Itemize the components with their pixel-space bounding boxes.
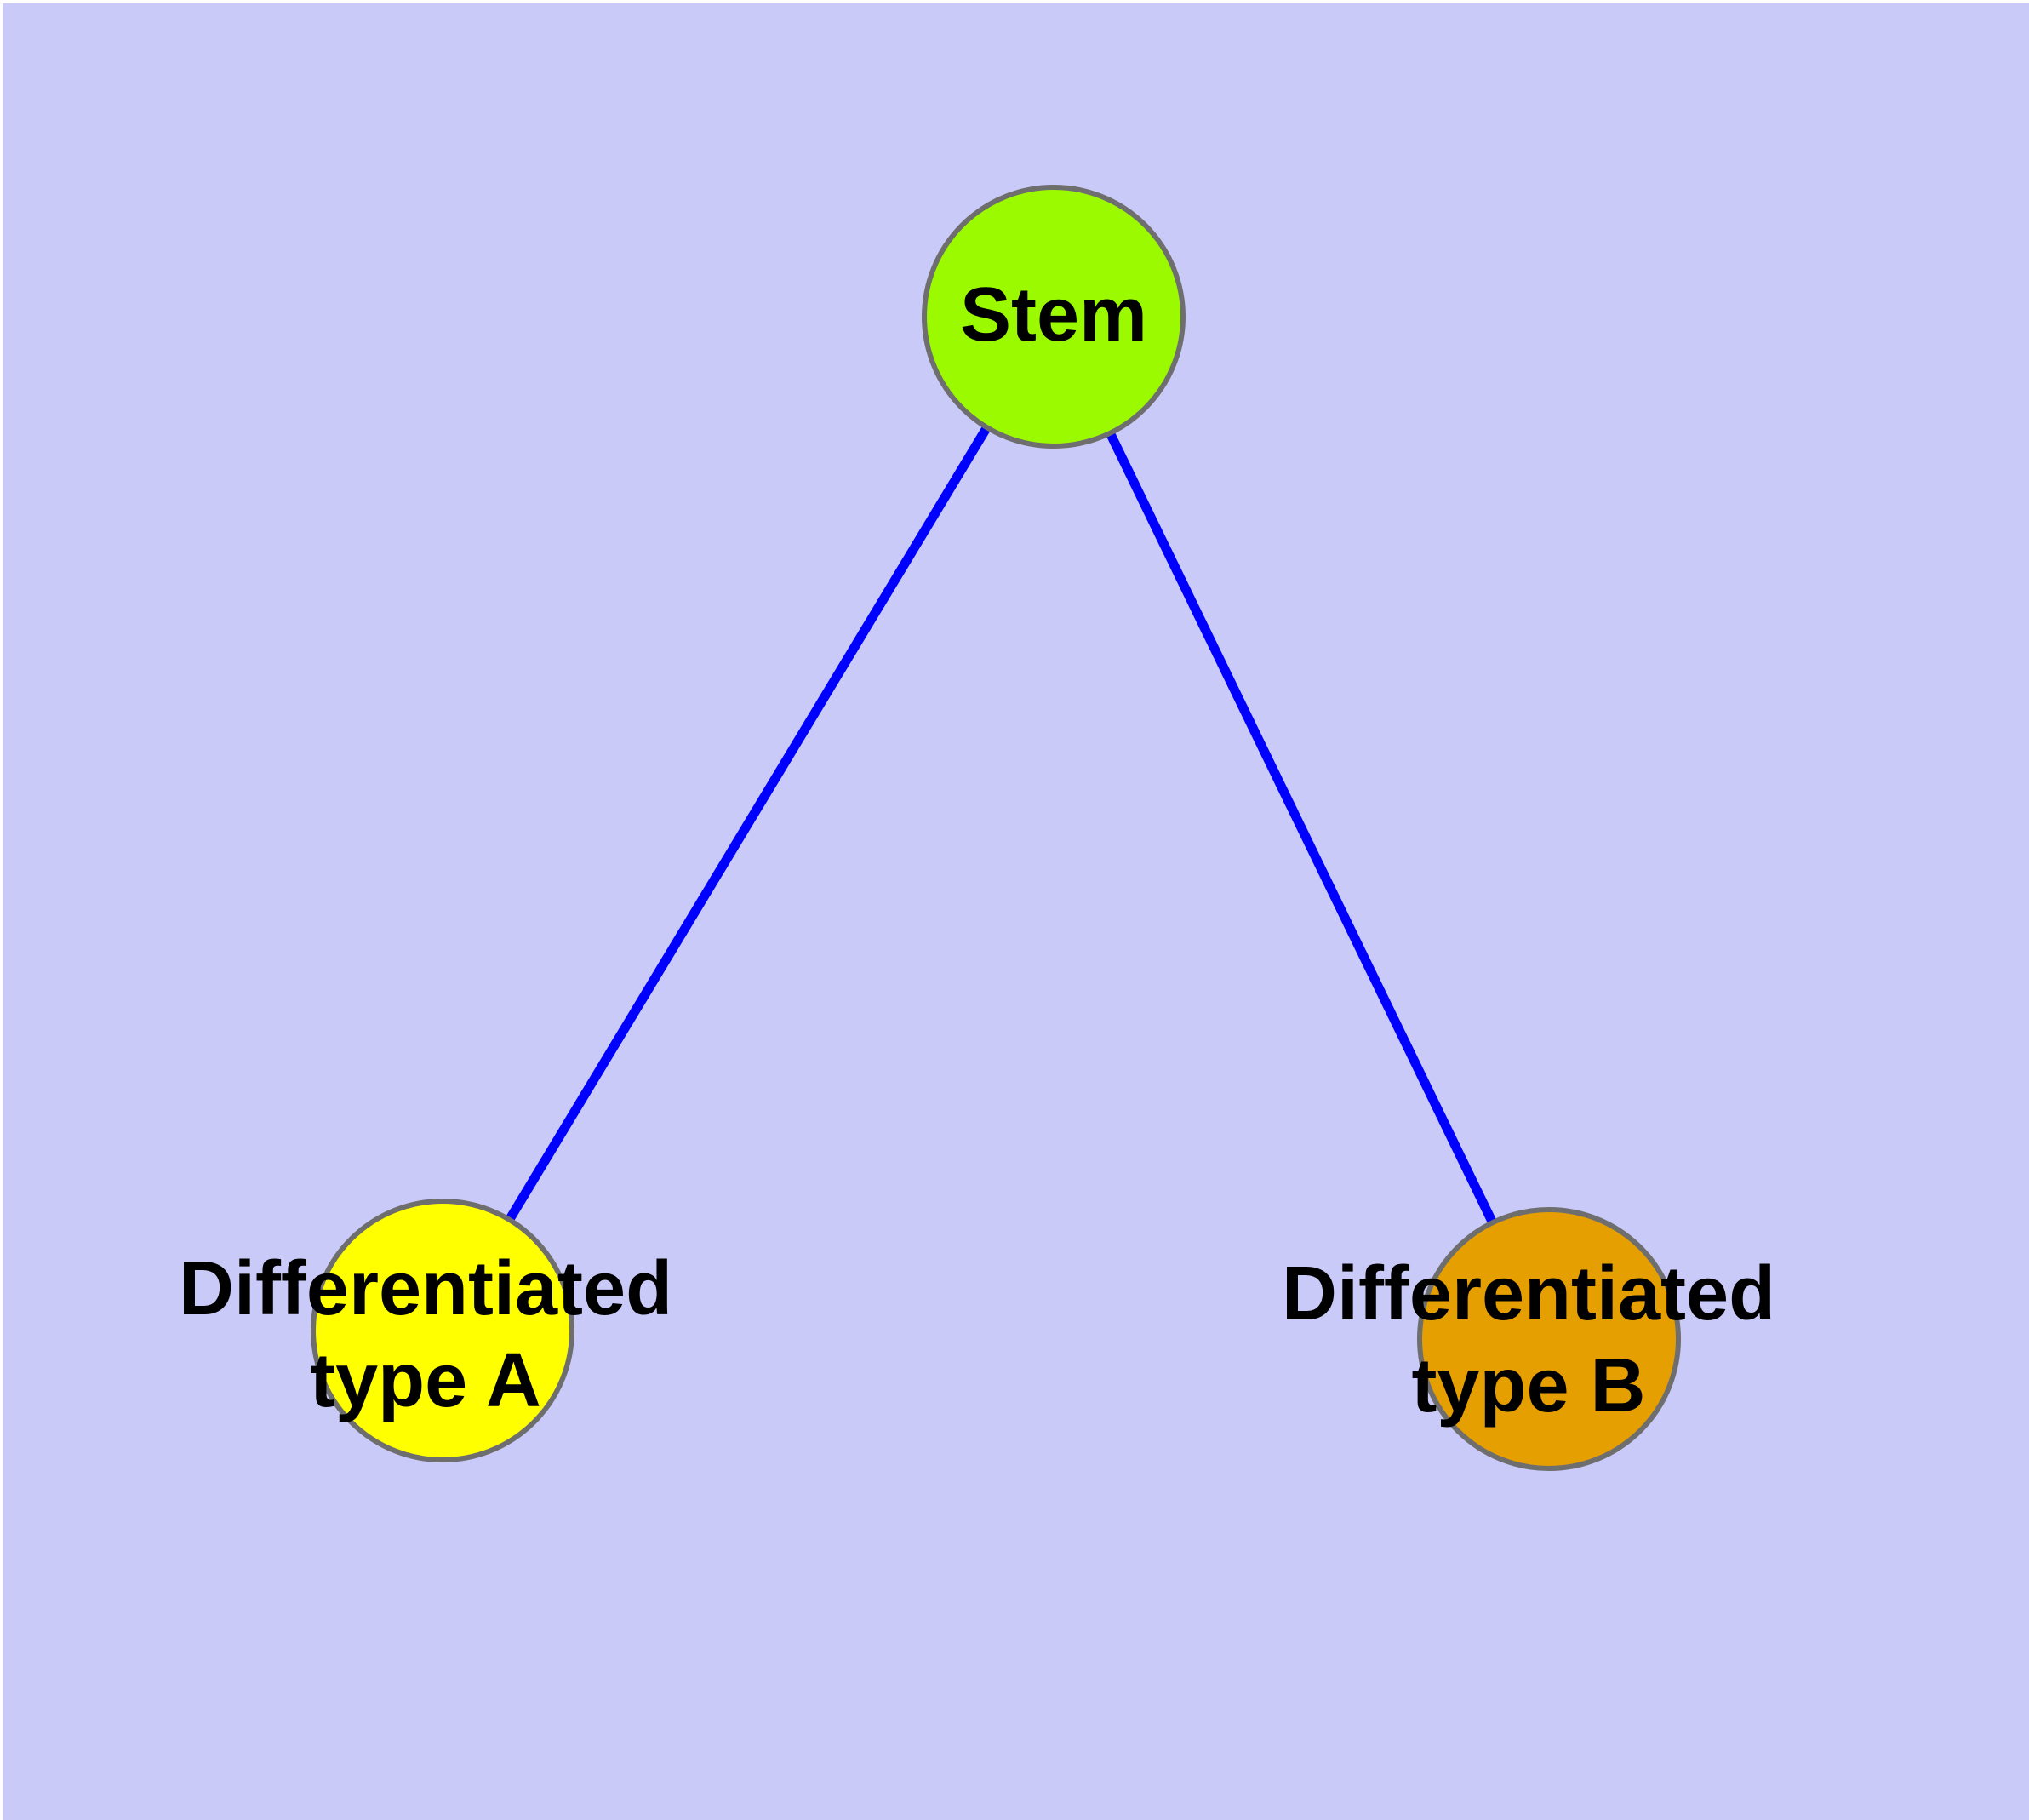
node-circle-stem	[922, 185, 1186, 449]
edge-stem-to-diff-a	[438, 314, 1058, 1333]
graph-svg	[311, 185, 1681, 1471]
node-circle-diff-a	[311, 1199, 574, 1462]
node-circle-diff-b	[1417, 1207, 1681, 1471]
edge-stem-to-diff-b	[1049, 314, 1553, 1342]
